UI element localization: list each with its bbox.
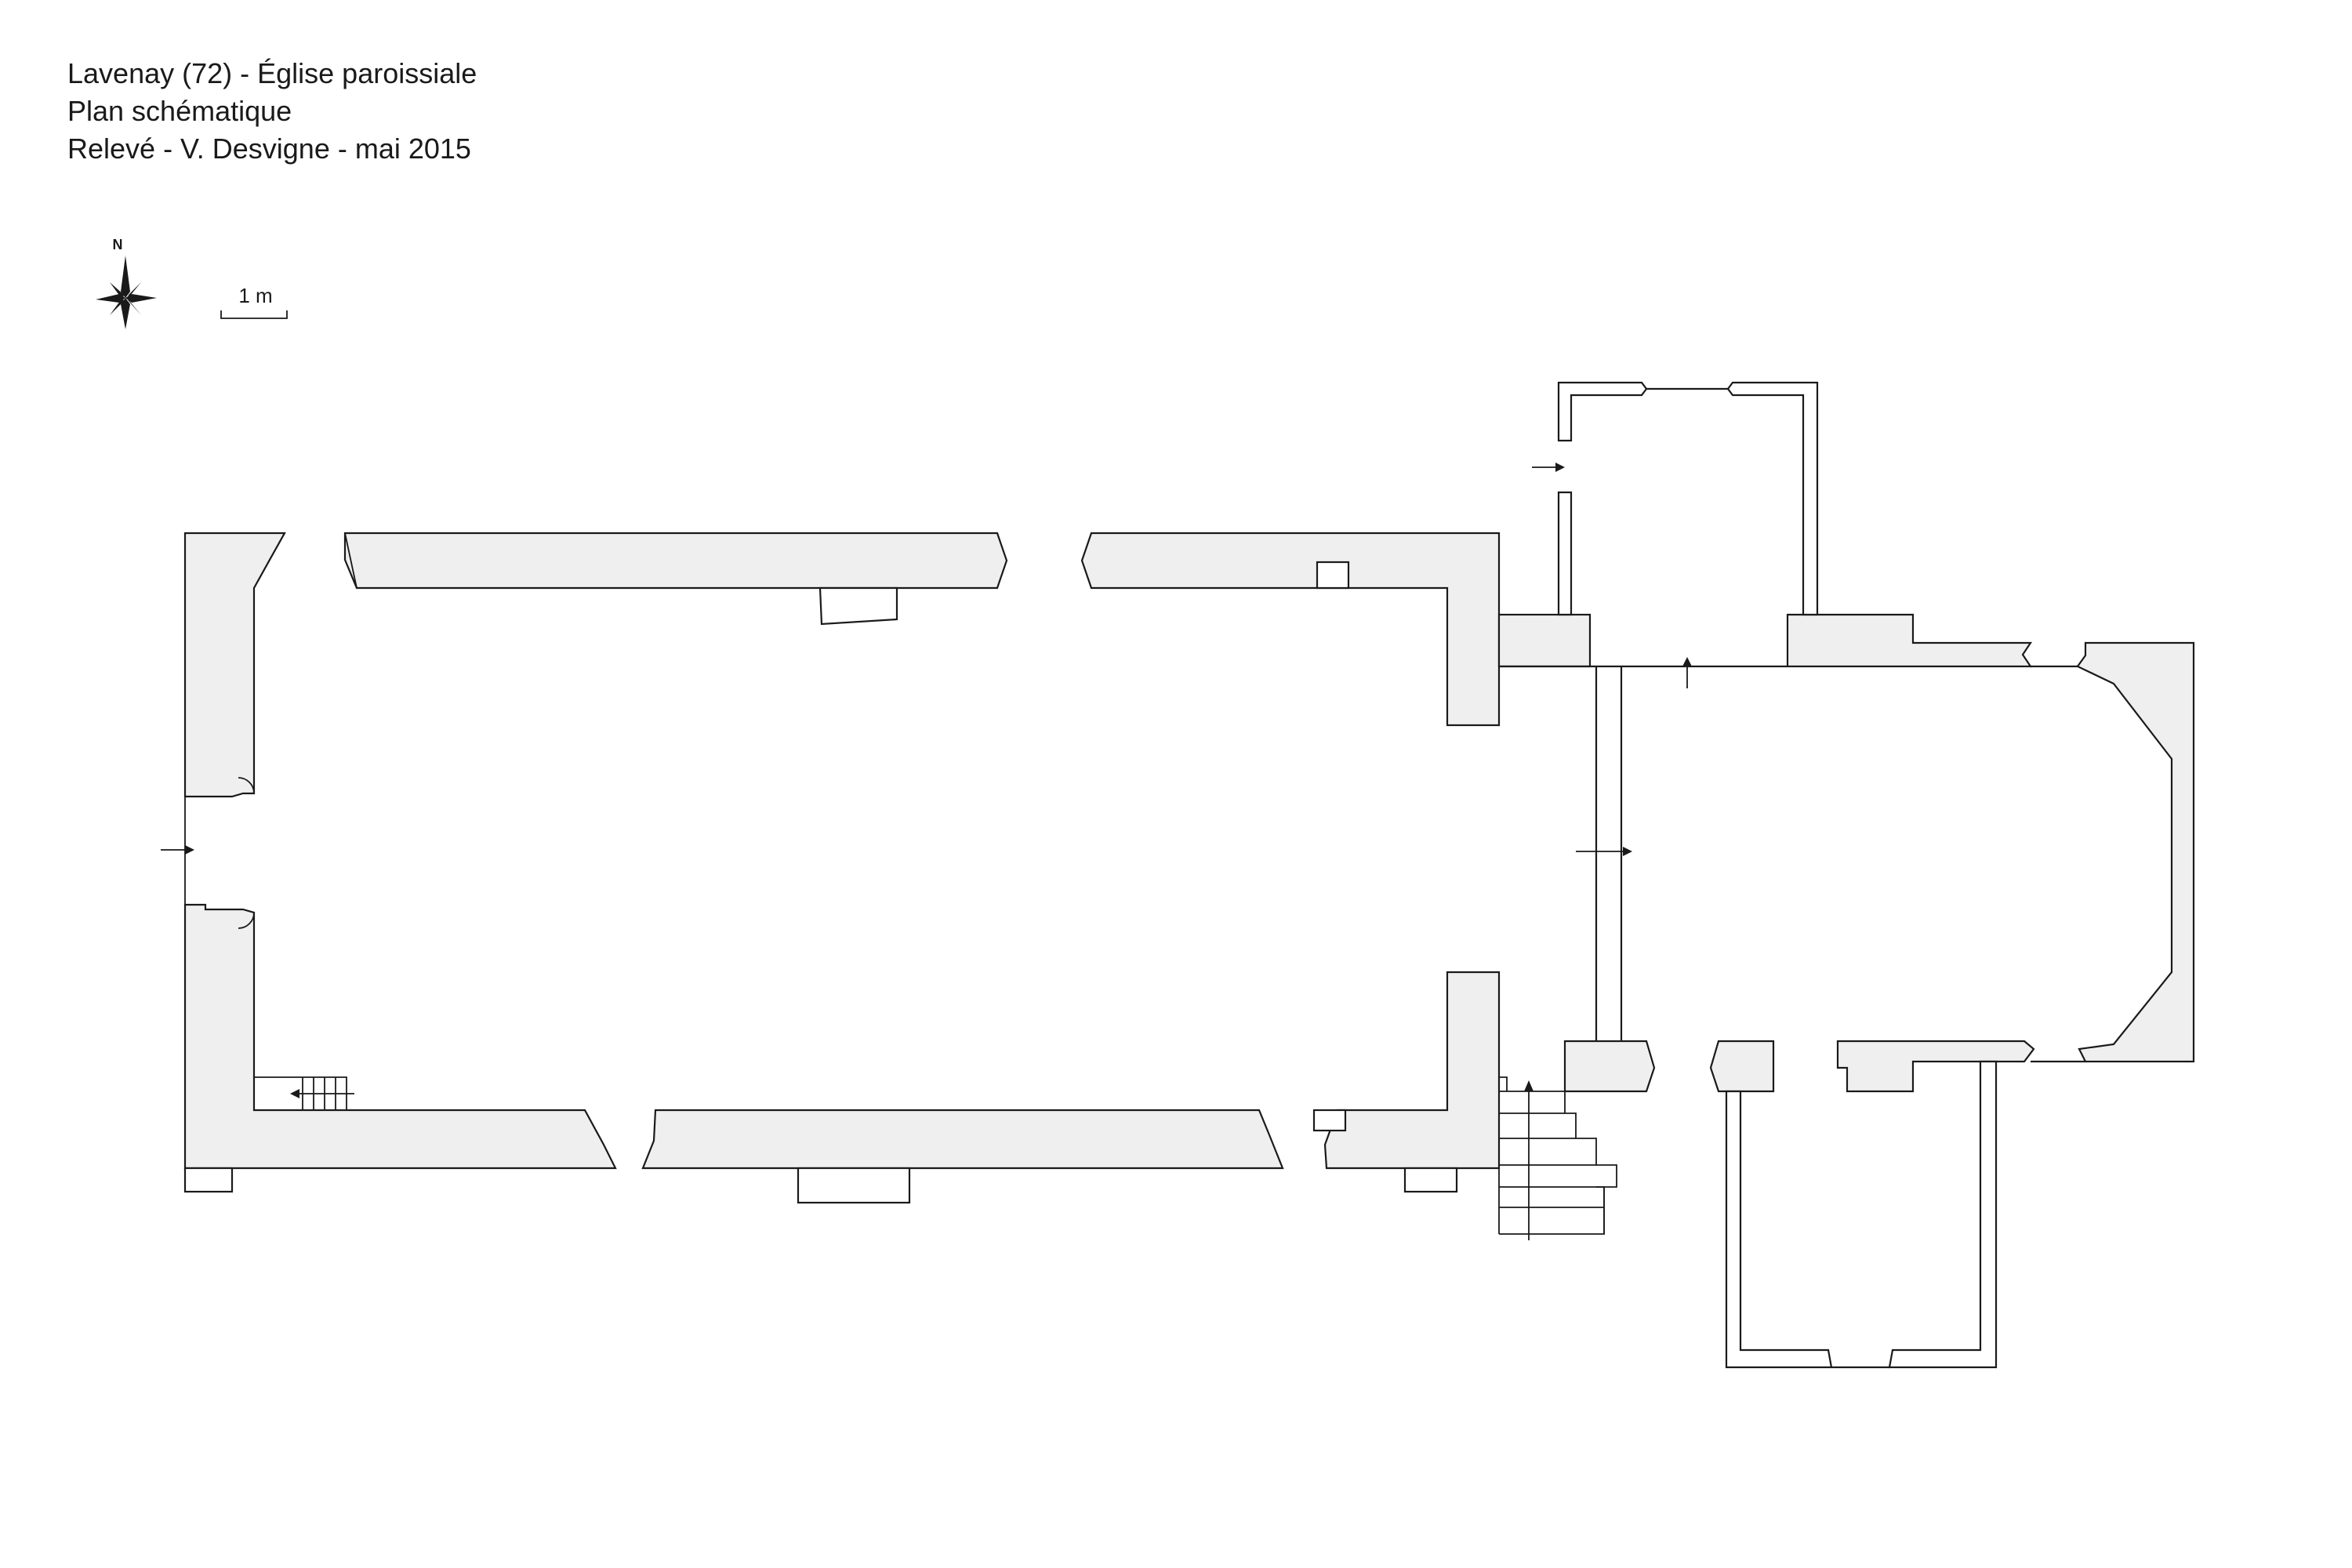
north-label: N xyxy=(113,237,123,252)
north-sacristy xyxy=(1532,381,1819,616)
compass-rose-icon: N xyxy=(96,237,157,329)
plan-credit: Relevé - V. Desvigne - mai 2015 xyxy=(67,132,471,165)
title-block: Lavenay (72) - Église paroissiale Plan s… xyxy=(67,55,477,168)
south-chapel xyxy=(1725,1060,1998,1369)
nave-north-wall xyxy=(183,532,286,798)
nave-south-wall xyxy=(183,903,617,1170)
scale-bar-label: 1 m xyxy=(238,284,272,307)
plan-subtitle: Plan schématique xyxy=(67,95,292,127)
plan-title: Lavenay (72) - Église paroissiale xyxy=(67,57,477,89)
choir xyxy=(1497,613,2195,1093)
nave xyxy=(161,532,1501,1204)
south-stairs xyxy=(1498,1076,1617,1240)
scale-bar: 1 m xyxy=(220,284,288,319)
